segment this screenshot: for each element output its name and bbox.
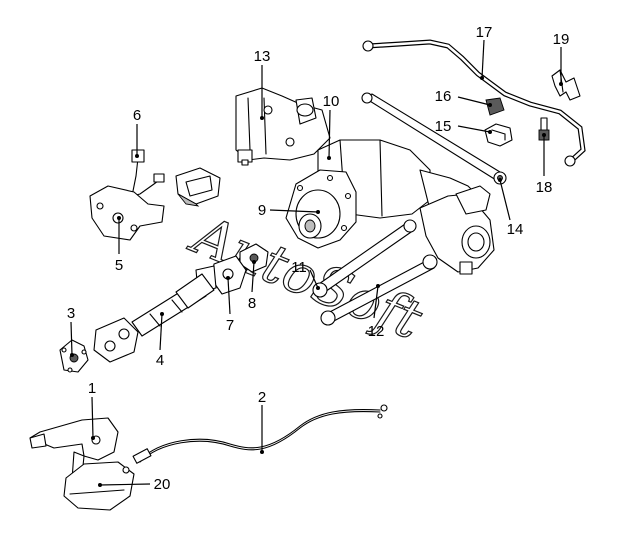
callout-4[interactable]: 4: [156, 352, 164, 369]
callout-11[interactable]: 11: [291, 259, 307, 276]
callout-9[interactable]: 9: [258, 202, 266, 219]
part-11-link[interactable]: [312, 219, 417, 298]
part-12-link[interactable]: [320, 254, 438, 326]
callout-15[interactable]: 15: [435, 118, 452, 135]
callout-2[interactable]: 2: [258, 389, 266, 406]
part-3-flange-yoke[interactable]: [59, 339, 89, 373]
part-15-clamp[interactable]: [484, 123, 513, 147]
callout-5[interactable]: 5: [115, 257, 123, 274]
part-16-bushing[interactable]: [485, 97, 505, 116]
leader-lines: [70, 39, 563, 487]
callout-18[interactable]: 18: [536, 179, 553, 196]
callout-1[interactable]: 1: [88, 380, 96, 397]
callout-labels: 1 2 3 4 5 6 7 8 9 10 11 12 13 14 15 16 1…: [67, 24, 570, 493]
part-2-cable[interactable]: [132, 404, 388, 464]
callout-19[interactable]: 19: [553, 31, 570, 48]
part-4-propeller-shaft[interactable]: [93, 273, 215, 363]
part-19-bracket[interactable]: [551, 69, 581, 101]
callout-14[interactable]: 14: [507, 221, 524, 238]
part-17-stabilizer-bar[interactable]: [362, 39, 586, 167]
universal-joint-small[interactable]: [175, 167, 221, 207]
callout-6[interactable]: 6: [133, 107, 141, 124]
callout-3[interactable]: 3: [67, 305, 75, 322]
part-13-axle-housing[interactable]: [235, 87, 331, 166]
callout-20[interactable]: 20: [154, 476, 171, 493]
callout-12[interactable]: 12: [368, 323, 385, 340]
part-13-right-hub[interactable]: [419, 185, 495, 275]
part-8-flange[interactable]: [239, 243, 269, 273]
callout-17[interactable]: 17: [476, 24, 493, 41]
part-5-bracket[interactable]: [89, 185, 165, 241]
callout-13[interactable]: 13: [254, 48, 271, 65]
callout-16[interactable]: 16: [435, 88, 452, 105]
callout-8[interactable]: 8: [248, 295, 256, 312]
part-9-differential[interactable]: [285, 169, 357, 249]
callout-10[interactable]: 10: [323, 93, 340, 110]
callout-7[interactable]: 7: [226, 317, 234, 334]
part-14-tie-rod[interactable]: [361, 92, 507, 185]
